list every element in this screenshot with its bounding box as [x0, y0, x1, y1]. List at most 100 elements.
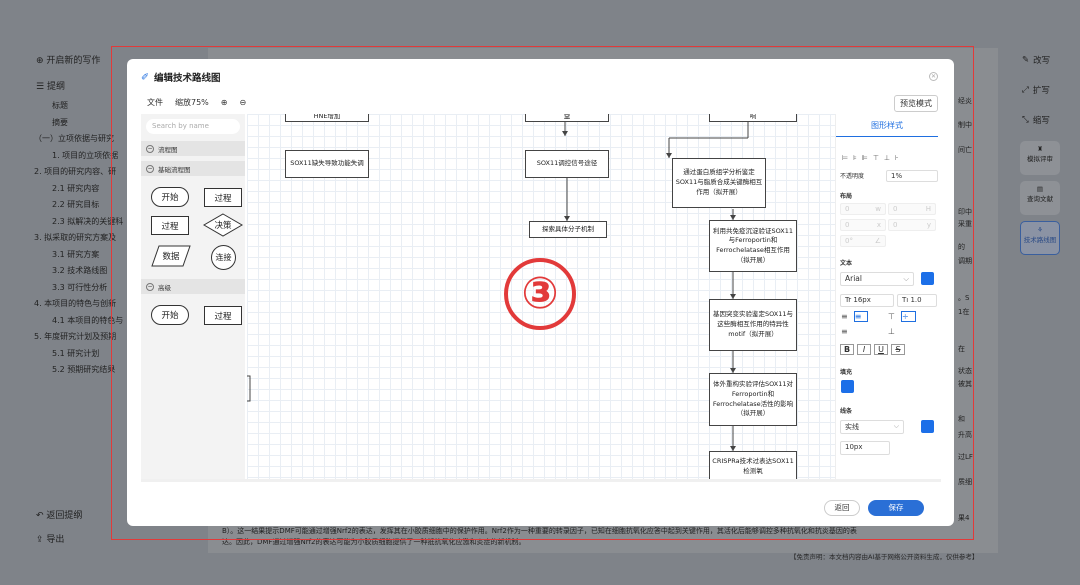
line-height-value: 1.0: [910, 296, 922, 304]
file-menu[interactable]: 文件: [147, 98, 163, 107]
zoom-out-icon[interactable]: ⊖: [239, 98, 247, 107]
doc-text-fragment: 果4: [958, 514, 970, 522]
zoom-level: 缩放75%: [175, 98, 209, 107]
tech-roadmap-card[interactable]: ⚘技术路线图: [1020, 221, 1060, 255]
literature-icon: ▤: [1036, 185, 1044, 193]
preview-mode-button[interactable]: 预览模式: [894, 95, 938, 112]
toc-item[interactable]: 3.2 技术路线图: [52, 266, 108, 275]
shape-process-adv[interactable]: 过程: [204, 306, 242, 325]
doc-bottom-line-2: 达。因此，DMF通过增强Nrf2的表达可能为小胶质细胞提供了一种抵抗氧化应激和炎…: [222, 538, 526, 546]
text-color-swatch[interactable]: [921, 272, 934, 285]
flow-node-coip[interactable]: 利用共免疫沉淀验证SOX11与Ferroportin和Ferrochelatas…: [709, 220, 797, 272]
back-outline-link[interactable]: ↶ 返回提纲: [36, 511, 83, 521]
category-basic-label: 基础流程图: [158, 165, 191, 174]
doc-text-fragment: 1在: [958, 308, 970, 316]
flow-node-top-2[interactable]: 益: [525, 114, 609, 122]
toc-item[interactable]: 4.1 本项目的特色与: [52, 315, 124, 325]
italic-button[interactable]: I: [857, 344, 871, 355]
toc-item[interactable]: 3.1 研究方案: [52, 249, 100, 259]
parallelogram-icon: [151, 245, 191, 267]
literature-label: 查询文献: [1027, 195, 1053, 203]
vertical-align-buttons[interactable]: ⊤÷: [888, 311, 916, 322]
align-right-button[interactable]: ≡: [841, 327, 848, 336]
shape-data[interactable]: 数据: [151, 245, 191, 267]
align-bottom-button[interactable]: ⊥: [888, 327, 895, 336]
close-icon[interactable]: ✕: [929, 72, 938, 81]
back-outline-label: 返回提纲: [46, 511, 83, 521]
font-size-input[interactable]: Tr 16px: [840, 294, 894, 307]
outline-header[interactable]: ☰ 提纲: [36, 82, 65, 92]
diagram-canvas[interactable]: HNE增加 益 响 SOX11缺失导致功能失调 SOX11调控信号途径 探索具体…: [247, 114, 835, 481]
text-align-buttons[interactable]: ≡≡: [841, 311, 869, 322]
collapse-icon: −: [146, 164, 154, 173]
opacity-input[interactable]: 1%: [886, 170, 938, 182]
back-button[interactable]: 返回: [824, 500, 860, 516]
new-writing-link[interactable]: ⊕ 开启新的写作: [36, 56, 101, 66]
flow-node-proteomics[interactable]: 通过蛋白质组学分析鉴定SOX11与脂质合成关键酶相互作用（拟开展）: [672, 158, 766, 208]
shape-start-adv[interactable]: 开始: [151, 305, 189, 325]
font-select[interactable]: Arial⌵: [840, 272, 914, 286]
y-input: 0 x: [840, 219, 886, 231]
shape-decision[interactable]: 决策: [203, 213, 243, 237]
underline-button[interactable]: U: [874, 344, 888, 355]
shorten-button[interactable]: ⤡缩写: [1006, 105, 1076, 135]
doc-text-fragment: 制中: [958, 121, 972, 129]
category-advanced-label: 高级: [158, 283, 171, 292]
zoom-in-icon[interactable]: ⊕: [220, 98, 228, 107]
flow-node-mutation[interactable]: 基因突变实验鉴定SOX11与这些酶相互作用的特异性motif（拟开展）: [709, 299, 797, 351]
category-flowchart-label: 流程图: [158, 145, 178, 154]
outline-toc: 标题摘要 （一）立项依据与研究 1. 项目的立项依据 2. 项目的研究内容、研 2.1 …: [34, 100, 144, 381]
toc-item[interactable]: 4. 本项目的特色与创新: [34, 299, 117, 308]
toc-item[interactable]: 5.1 研究计划: [52, 348, 100, 358]
toc-item[interactable]: 2.3 拟解决的关键科: [52, 216, 124, 226]
shape-process[interactable]: 过程: [204, 188, 242, 207]
expand-button[interactable]: ⤢扩写: [1006, 75, 1076, 105]
strike-button[interactable]: S: [891, 344, 905, 355]
toc-item[interactable]: 3.3 可行性分析: [52, 282, 108, 292]
flow-node-crispra[interactable]: CRISPRa技术过表达SOX11检测氧: [709, 451, 797, 481]
toc-item[interactable]: 摘要: [52, 117, 68, 127]
horizontal-scrollbar[interactable]: [141, 479, 941, 482]
height-input: 0 y: [888, 219, 936, 231]
doc-text-fragment: 经炎: [958, 97, 972, 105]
category-basic-flowchart[interactable]: −基础流程图: [141, 161, 245, 176]
category-advanced[interactable]: −高级: [141, 279, 245, 294]
toc-item[interactable]: 标题: [52, 101, 68, 110]
line-height-input[interactable]: Tı 1.0: [897, 294, 937, 307]
shape-search-input[interactable]: Search by name: [146, 119, 240, 134]
style-tab[interactable]: 图形样式: [871, 121, 903, 130]
flow-node-top-3[interactable]: 响: [709, 114, 797, 122]
modal-title-text: 编辑技术路线图: [153, 73, 221, 84]
toc-item[interactable]: 5. 年度研究计划及预期: [34, 332, 117, 341]
toc-item[interactable]: 5.2 预期研究结果: [52, 365, 116, 374]
shape-process-2[interactable]: 过程: [151, 216, 189, 235]
flow-node-top-1[interactable]: HNE增加: [285, 114, 369, 122]
flow-node-reconstitution[interactable]: 体外重构实验评估SOX11对Ferroportin和Ferrochelatase…: [709, 373, 797, 426]
stroke-width-input[interactable]: 10px: [840, 441, 890, 455]
shape-connector[interactable]: 连接: [211, 245, 236, 270]
category-flowchart[interactable]: −流程图: [141, 141, 245, 156]
mock-review-card[interactable]: ♜模拟评审: [1020, 141, 1060, 175]
doc-text-fragment: 在: [958, 345, 965, 353]
rewrite-button[interactable]: ✎改写: [1006, 45, 1076, 75]
data-label: 数据: [162, 252, 180, 262]
toc-item[interactable]: 2.1 研究内容: [52, 183, 100, 193]
toc-item[interactable]: 2.2 研究目标: [52, 200, 100, 209]
stroke-type-select[interactable]: 实线⌵: [840, 420, 904, 434]
flow-node-sox11-loss[interactable]: SOX11缺失导致功能失调: [285, 150, 369, 178]
toc-item[interactable]: 1. 项目的立项依据: [52, 150, 119, 160]
literature-card[interactable]: ▤ 查询文献: [1020, 181, 1060, 215]
flow-node-mechanism[interactable]: 探索具体分子机制: [529, 221, 607, 238]
style-tab-underline: [836, 136, 938, 137]
fill-color-swatch[interactable]: [841, 380, 854, 393]
flow-node-signal-pathway[interactable]: SOX11调控信号途径: [525, 150, 609, 178]
export-link[interactable]: ⇪ 导出: [36, 535, 65, 545]
align-toolbar[interactable]: ⊨⊧⊫⊤⊥⊦: [842, 154, 904, 162]
save-button[interactable]: 保存: [868, 500, 924, 516]
stroke-color-swatch[interactable]: [921, 420, 934, 433]
shape-start[interactable]: 开始: [151, 187, 189, 207]
bold-button[interactable]: B: [840, 344, 854, 355]
toc-item[interactable]: （一）立项依据与研究: [34, 134, 114, 143]
toc-item[interactable]: 2. 项目的研究内容、研: [34, 167, 117, 176]
toc-item[interactable]: 3. 拟采取的研究方案及: [34, 233, 117, 242]
